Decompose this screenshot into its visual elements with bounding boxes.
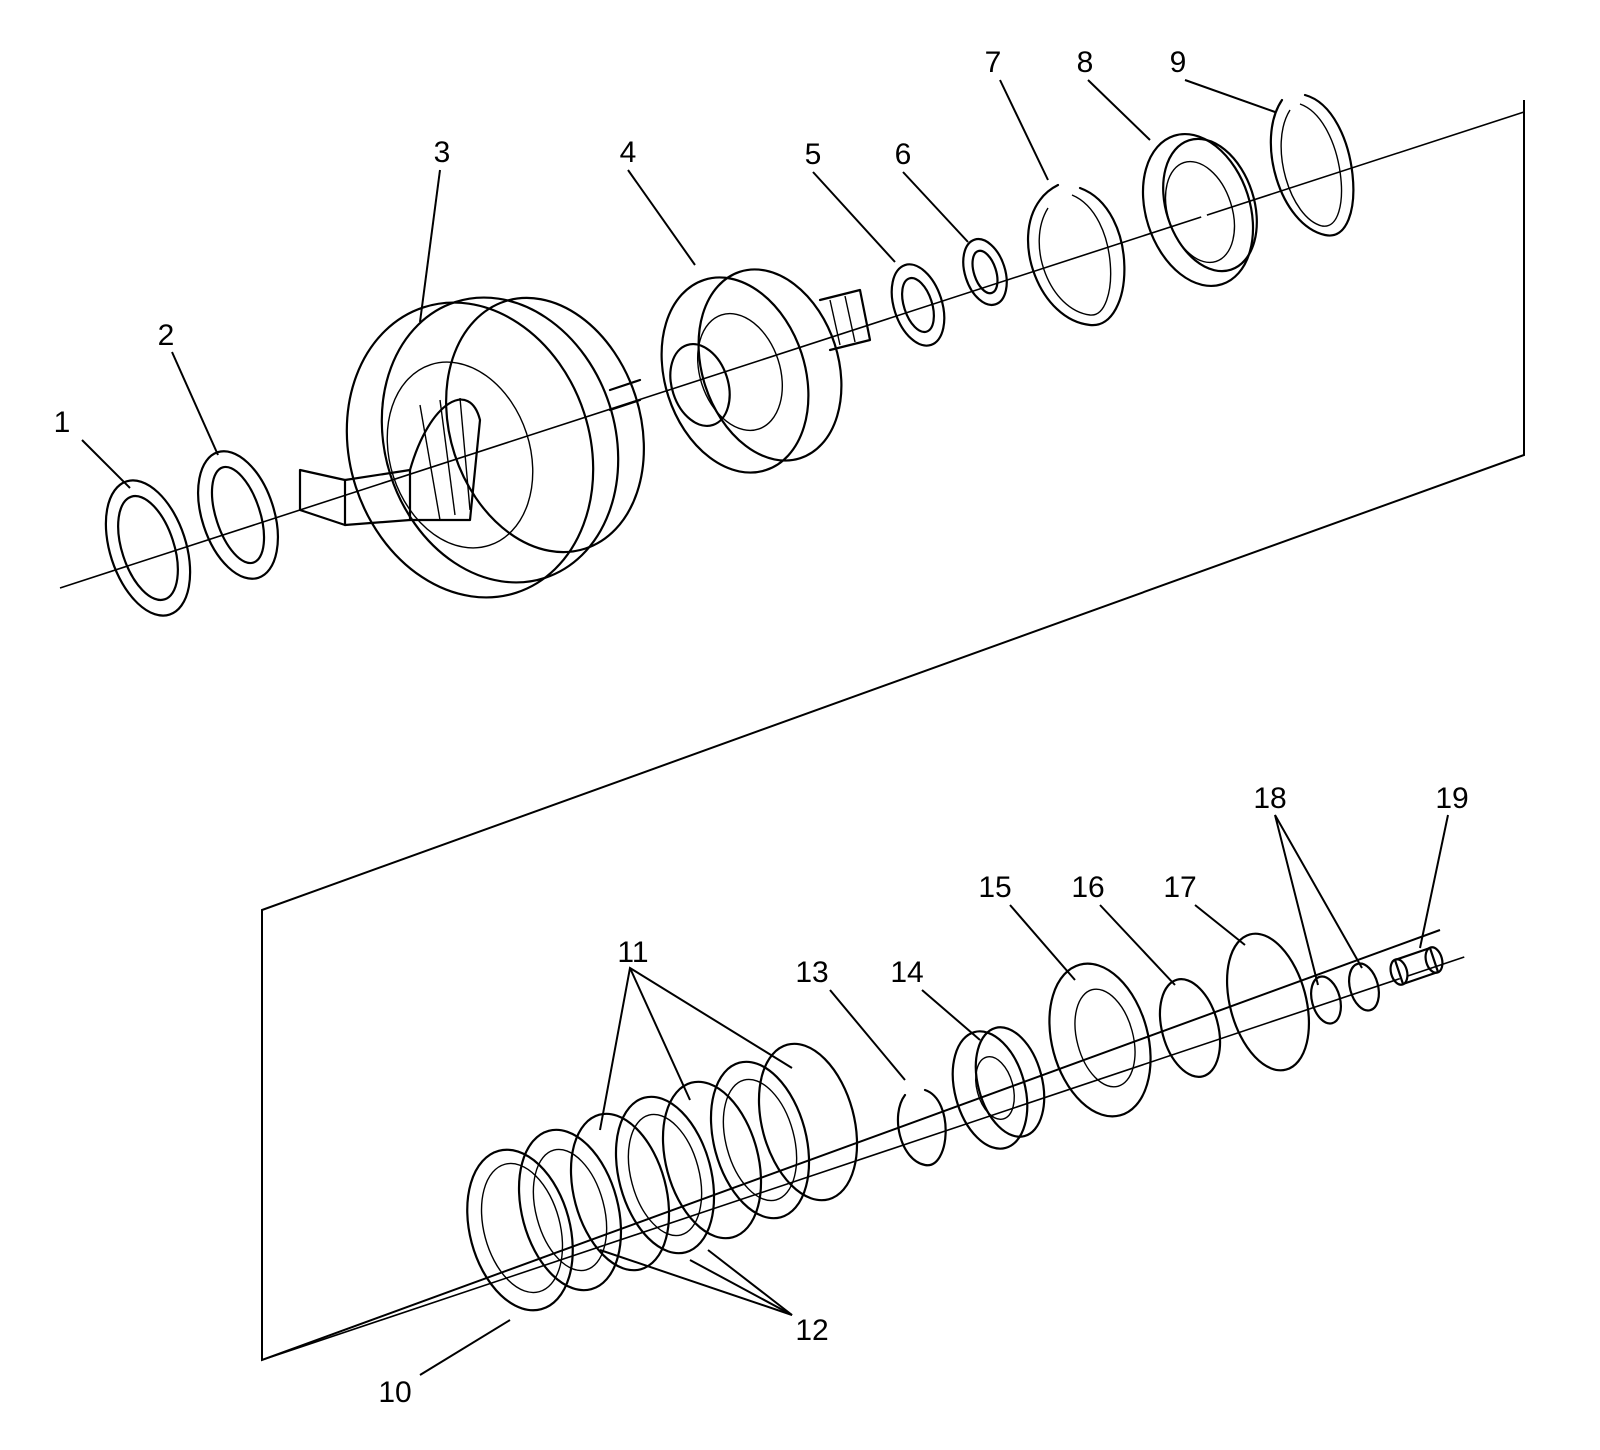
callout-4: 4: [620, 136, 637, 169]
callout-11: 11: [617, 936, 648, 969]
callout-7: 7: [985, 46, 1002, 79]
part-9-snap-ring: [1269, 93, 1355, 237]
callout-12: 12: [795, 1314, 828, 1347]
callout-5: 5: [805, 138, 822, 171]
upper-axis: [59, 111, 1525, 589]
leader-lines: [81, 79, 1449, 1376]
callout-17: 17: [1163, 871, 1196, 904]
part-3-planetary-carrier: [298, 296, 645, 599]
part-8-bearing-assembly: [1141, 132, 1258, 288]
callout-18: 18: [1253, 782, 1286, 815]
callout-labels: 1 2 3 4 5 6 7 8 9 10 11 12 13 14 15 16 1…: [54, 46, 1469, 1409]
part-18-seal-rings: [1310, 962, 1380, 1025]
callout-10: 10: [378, 1376, 411, 1409]
part-2-thrust-washer: [197, 450, 279, 580]
part-17-seal: [1225, 932, 1311, 1072]
part-1-thrust-washer: [104, 479, 192, 617]
part-11-12-clutch-pack: [517, 1042, 859, 1292]
part-10-clutch-plate: [466, 1148, 574, 1312]
callout-14: 14: [890, 956, 923, 989]
callout-13: 13: [795, 956, 828, 989]
callout-15: 15: [978, 871, 1011, 904]
part-5-thrust-washer: [890, 263, 946, 347]
callout-2: 2: [158, 319, 175, 352]
callout-8: 8: [1077, 46, 1094, 79]
callout-1: 1: [54, 406, 71, 439]
callout-9: 9: [1170, 46, 1187, 79]
part-6-thrust-washer: [962, 237, 1008, 307]
part-13-snap-ring: [896, 1088, 947, 1167]
part-19-bushing: [1389, 946, 1444, 986]
part-4-sun-gear-assembly: [660, 268, 872, 474]
callout-19: 19: [1435, 782, 1468, 815]
part-15-piston: [1048, 962, 1152, 1118]
part-14-needle-bearing: [951, 1026, 1046, 1150]
assembly-frame: [261, 100, 1525, 1362]
callout-16: 16: [1071, 871, 1104, 904]
callout-3: 3: [434, 136, 451, 169]
callout-6: 6: [895, 138, 912, 171]
lower-axis: [261, 934, 1531, 1361]
part-16-seal: [1158, 978, 1222, 1078]
part-7-snap-ring: [1026, 183, 1126, 327]
